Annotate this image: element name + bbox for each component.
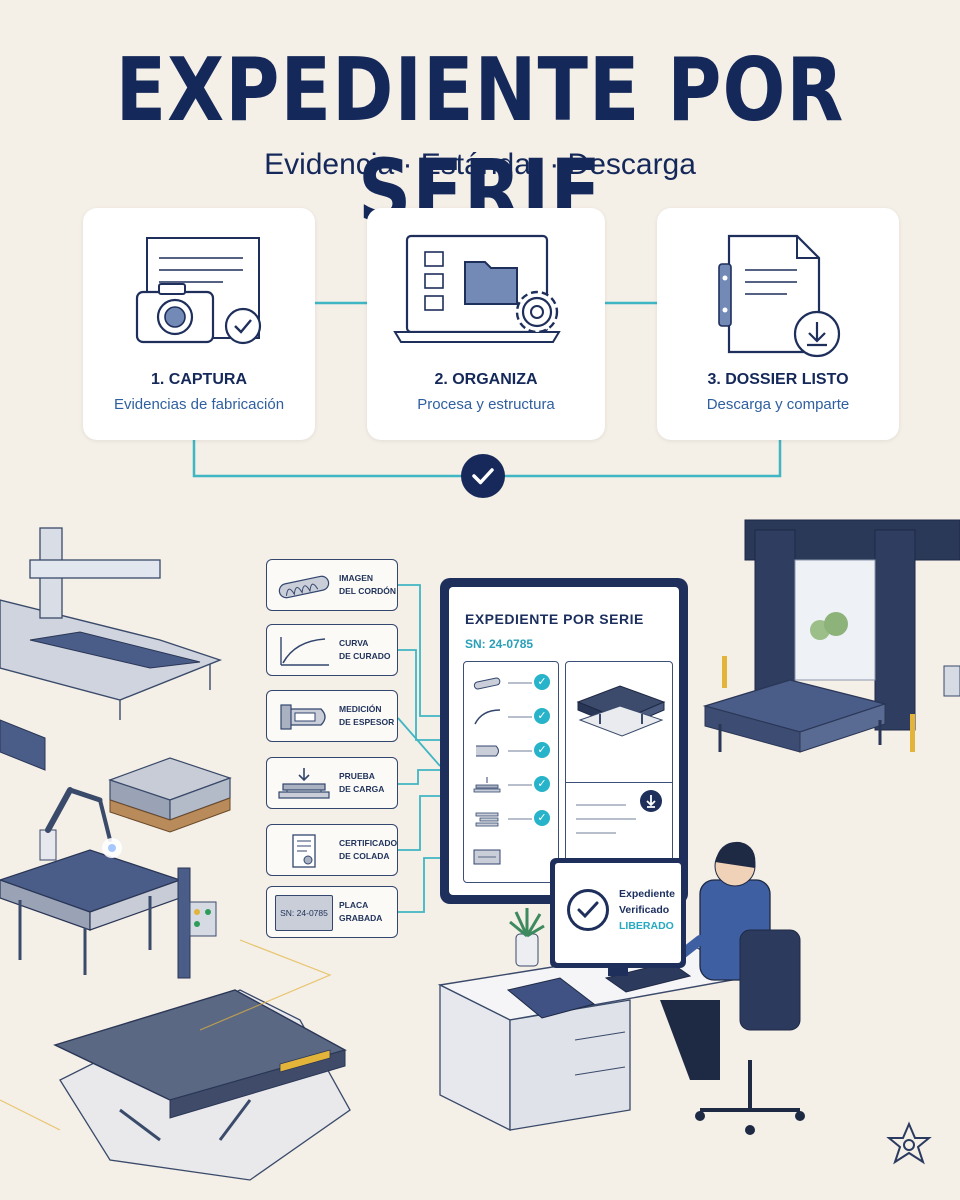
step-title: 3. DOSSIER LISTO [707, 371, 849, 388]
certificate-icon [475, 812, 499, 827]
weld-bead-icon [278, 575, 330, 599]
checklist-row: ✓ [464, 804, 558, 834]
evidence-item-load-test: PRUEBA DE CARGA [266, 757, 398, 809]
preview-divider [566, 782, 672, 784]
check-icon: ✓ [534, 708, 550, 724]
check-icon: ✓ [534, 776, 550, 792]
engraved-plate-icon: SN: 24-0785 [275, 895, 333, 931]
evidence-label: PRUEBA [339, 771, 375, 781]
evidence-label: DE ESPESOR [339, 717, 395, 728]
evidence-item-engraved-plate: SN: 24-0785 PLACA GRABADA [266, 886, 398, 938]
caliper-icon [476, 745, 499, 757]
evidence-item-curing-curve: CURVA DE CURADO [266, 624, 398, 676]
plate-serial: SN: 24-0785 [280, 908, 328, 918]
checklist-row: ✓ [464, 668, 558, 698]
dossier-title: EXPEDIENTE POR SERIE [465, 611, 644, 627]
checklist-row: ✓ [464, 702, 558, 732]
dossier-monitor: EXPEDIENTE POR SERIE SN: 24-0785 ✓ ✓ ✓ ✓… [440, 578, 688, 904]
step-subtitle: Descarga y comparte [706, 396, 850, 413]
brand-logo-icon [886, 1121, 932, 1165]
step-title: 1. CAPTURA [150, 371, 247, 388]
workstation-monitor: Expediente Verificado LIBERADO [550, 858, 686, 968]
check-icon: ✓ [534, 810, 550, 826]
evidence-label: IMAGEN [339, 573, 373, 583]
checklist-row [464, 842, 558, 872]
evidence-item-thickness: MEDICIÓN DE ESPESOR [266, 690, 398, 742]
certificate-icon [292, 834, 316, 868]
check-icon: ✓ [534, 742, 550, 758]
laptop-folder-gear-icon [393, 234, 561, 343]
loading-dock-illustration [702, 519, 960, 753]
status-line: Verificado [619, 903, 670, 916]
checklist-row: ✓ [464, 736, 558, 766]
load-test-icon [278, 768, 330, 799]
download-button[interactable] [640, 790, 662, 812]
evidence-label: CURVA [339, 638, 369, 648]
curing-curve-icon [474, 709, 501, 725]
monitor-stand [608, 968, 628, 976]
download-icon [646, 795, 656, 808]
status-line: Expediente [619, 888, 676, 900]
step-title: 2. ORGANIZA [434, 371, 538, 388]
evidence-label: PLACA [339, 900, 369, 910]
evidence-label: GRABADA [339, 913, 383, 924]
workstation-screen: Expediente Verificado LIBERADO [555, 863, 681, 963]
step-card-organize: 2. ORGANIZA Procesa y estructura [367, 208, 605, 440]
preview-text-line [576, 832, 616, 834]
product-preview [565, 661, 673, 883]
verified-check-icon [567, 889, 609, 931]
step-card-capture: 1. CAPTURA Evidencias de fabricación [83, 208, 315, 440]
laser-cutter-illustration [0, 527, 223, 771]
load-test-icon [473, 777, 501, 793]
preview-text-line [576, 818, 636, 820]
complete-check-icon [461, 454, 505, 498]
dossier-screen: EXPEDIENTE POR SERIE SN: 24-0785 ✓ ✓ ✓ ✓… [449, 587, 679, 895]
evidence-item-heat-certificate: CERTIFICADO DE COLADA [266, 824, 398, 876]
evidence-label: CERTIFICADO [339, 838, 398, 848]
document-download-icon [718, 234, 841, 358]
checklist-row: ✓ [464, 770, 558, 800]
robot-welding-illustration [0, 787, 217, 979]
step-card-dossier: 3. DOSSIER LISTO Descarga y comparte [657, 208, 899, 440]
engraved-plate-icon [473, 849, 501, 865]
dock-leveler-thumbnail [576, 685, 666, 737]
page-title: EXPEDIENTE POR SERIE [115, 40, 845, 243]
weld-bead-icon [473, 677, 501, 690]
preview-text-line [576, 804, 626, 806]
camera-document-icon [135, 237, 262, 345]
evidence-label: DE CURADO [339, 651, 391, 662]
evidence-label: DEL CORDÓN [339, 586, 396, 597]
caliper-icon [280, 704, 326, 730]
dossier-serial: SN: 24-0785 [465, 637, 534, 651]
evidence-checklist: ✓ ✓ ✓ ✓ ✓ [463, 661, 559, 883]
evidence-label: DE COLADA [339, 851, 390, 862]
material-stack-illustration [108, 757, 232, 833]
page-subtitle: Evidencia · Estándar · Descarga [264, 148, 696, 181]
dock-leveler-illustration [53, 989, 351, 1181]
check-icon: ✓ [534, 674, 550, 690]
step-subtitle: Procesa y estructura [417, 396, 555, 413]
evidence-label: DE CARGA [339, 784, 385, 795]
evidence-item-weld-image: IMAGEN DEL CORDÓN [266, 559, 398, 611]
evidence-label: MEDICIÓN [339, 704, 382, 714]
curing-curve-icon [280, 637, 329, 666]
status-released: LIBERADO [619, 919, 674, 932]
step-subtitle: Evidencias de fabricación [113, 396, 285, 413]
